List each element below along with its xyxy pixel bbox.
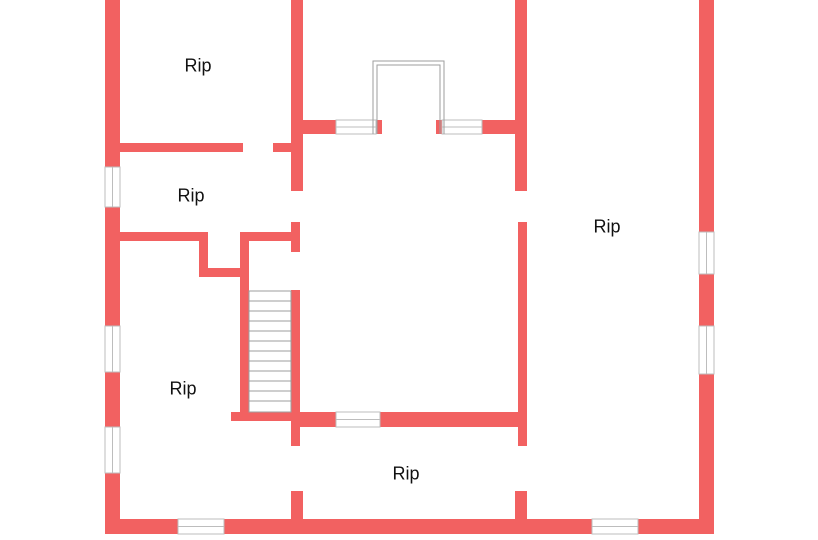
wall-center-left-lower [291,290,300,446]
window-right-1 [698,231,715,275]
window-bottom-1 [177,518,225,535]
window-left-2 [104,325,121,373]
wall-center-left-bottom [291,491,303,525]
window-corridor-bottom [335,411,381,428]
room-label-bottom-hall: Rip [392,463,420,484]
wall-entrance-left-post [376,120,382,134]
outer-wall-bottom [105,519,714,534]
wall-corridor-bottom-left [291,412,336,427]
wall-entrance-left [291,120,336,134]
wall-stair-bottom [231,412,303,421]
wall-notch-horizontal [199,268,247,277]
wall-left-middle-bottom [105,232,207,241]
wall-stair-left [240,232,249,420]
room-label-lower-left: Rip [169,378,197,399]
outer-wall-left [105,0,120,534]
wall-center-right-lower [518,222,527,446]
window-bottom-2 [591,518,639,535]
window-left-3 [104,426,121,474]
window-entrance-left [335,119,377,135]
wall-notch-vertical [199,232,208,277]
wall-entrance-right-post [436,120,442,134]
wall-center-right-upper [515,0,527,191]
wall-corridor-bottom-right [380,412,527,427]
walls [105,0,714,534]
wall-stub-top-left [273,143,297,152]
entrance-porch [372,60,445,134]
window-left-1 [104,166,121,208]
wall-center-left-upper [291,0,303,191]
room-label-right-large: Rip [593,216,621,237]
wall-center-right-bottom [515,491,527,525]
room-label-top-left: Rip [184,55,212,76]
staircase [248,290,292,413]
window-entrance-right [441,119,483,135]
wall-stair-top [240,232,300,241]
room-label-left-middle: Rip [177,185,205,206]
window-right-2 [698,325,715,375]
wall-top-left-room-bottom [105,143,243,152]
windows [104,119,715,535]
